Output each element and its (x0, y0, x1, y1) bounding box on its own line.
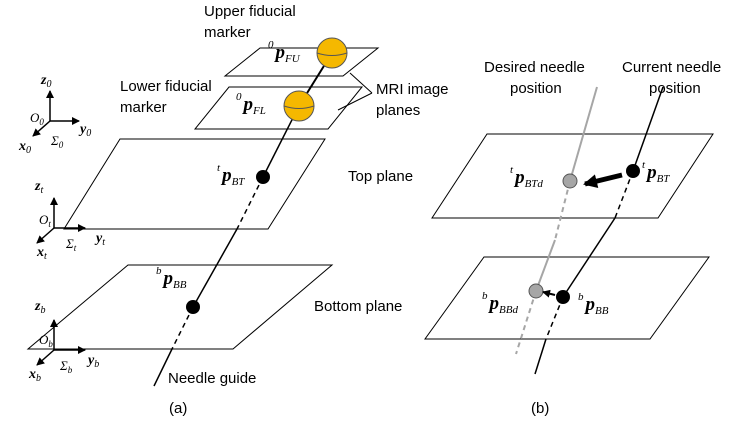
bottom-plane-b (424, 256, 710, 340)
svg-text:zt: zt (34, 179, 43, 196)
top-correction-arrow (583, 172, 623, 188)
desired-needle-upper (569, 86, 598, 182)
desired-label-line1: Desired needle (484, 59, 585, 76)
svg-text:xb: xb (28, 367, 41, 384)
needle-segment-dashed-bottom (171, 306, 194, 350)
needle-segment-middle (192, 228, 238, 308)
lower-fiducial-label-line1: Lower fiducial (120, 78, 212, 95)
upper-fiducial-label-line2: marker (204, 24, 251, 41)
top-plane (63, 138, 326, 230)
mri-leader-upper (349, 72, 373, 94)
mri-leader-lower (337, 92, 373, 111)
desired-needle-dashed-bottom (515, 290, 537, 355)
svg-text:y0: y0 (78, 122, 91, 139)
current-needle-lower (534, 338, 547, 375)
current-label-line1: Current needle (622, 59, 721, 76)
current-needle-middle (562, 217, 616, 298)
svg-text:yt: yt (94, 231, 105, 248)
svg-text:yb: yb (86, 353, 99, 370)
desired-needle-middle (535, 239, 556, 292)
svg-text:z0: z0 (40, 73, 51, 90)
needle-segment-lower (153, 348, 173, 387)
svg-text:O0: O0 (30, 110, 44, 127)
svg-text:xt: xt (36, 245, 47, 262)
point-current-bottom (556, 290, 570, 304)
caption-a: (a) (169, 400, 187, 417)
bottom-plane (26, 264, 334, 350)
svg-text:Σt: Σt (65, 236, 77, 253)
panel-a: Upper fiducial marker Lower fiducial mar… (18, 3, 449, 417)
upper-fiducial-label-line1: Upper fiducial (204, 3, 296, 20)
lower-fiducial-marker (283, 90, 315, 122)
svg-text:Σb: Σb (59, 358, 73, 375)
needle-segment-dashed-top (236, 176, 264, 230)
mri-planes-label-line2: planes (376, 102, 420, 119)
top-plane-label: Top plane (348, 168, 413, 185)
current-needle-upper (632, 86, 664, 172)
bottom-plane-label: Bottom plane (314, 298, 402, 315)
mri-planes-label-line1: MRI image (376, 81, 449, 98)
upper-fiducial-marker (316, 37, 348, 69)
point-desired-bottom (528, 283, 544, 299)
top-plane-b (431, 133, 714, 219)
frame-0: z0 y0 x0 O0 Σ0 (18, 73, 91, 156)
lower-fiducial-label-line2: marker (120, 99, 167, 116)
svg-text:Ot: Ot (39, 212, 51, 229)
lower-mri-plane (193, 86, 364, 130)
svg-text:x0: x0 (18, 139, 31, 156)
point-top-plane (256, 170, 270, 184)
frame-b: zb yb xb Ob Σb (28, 299, 99, 384)
desired-needle-dashed-top (554, 180, 571, 241)
point-bottom-plane (186, 300, 200, 314)
current-needle-dashed-bottom (545, 296, 564, 340)
upper-mri-plane (223, 47, 380, 77)
needle-guide-label: Needle guide (168, 370, 256, 387)
panel-b: Desired needle position Current needle p… (424, 59, 721, 417)
desired-label-line2: position (510, 80, 562, 97)
bottom-correction-arrow (542, 289, 556, 298)
svg-text:Ob: Ob (39, 332, 53, 349)
frame-t: zt yt xt Ot Σt (34, 179, 105, 262)
svg-text:zb: zb (34, 299, 45, 316)
svg-text:Σ0: Σ0 (50, 133, 64, 150)
point-desired-top (562, 173, 578, 189)
point-current-top (626, 164, 640, 178)
caption-b: (b) (531, 400, 549, 417)
current-label-line2: position (649, 80, 701, 97)
